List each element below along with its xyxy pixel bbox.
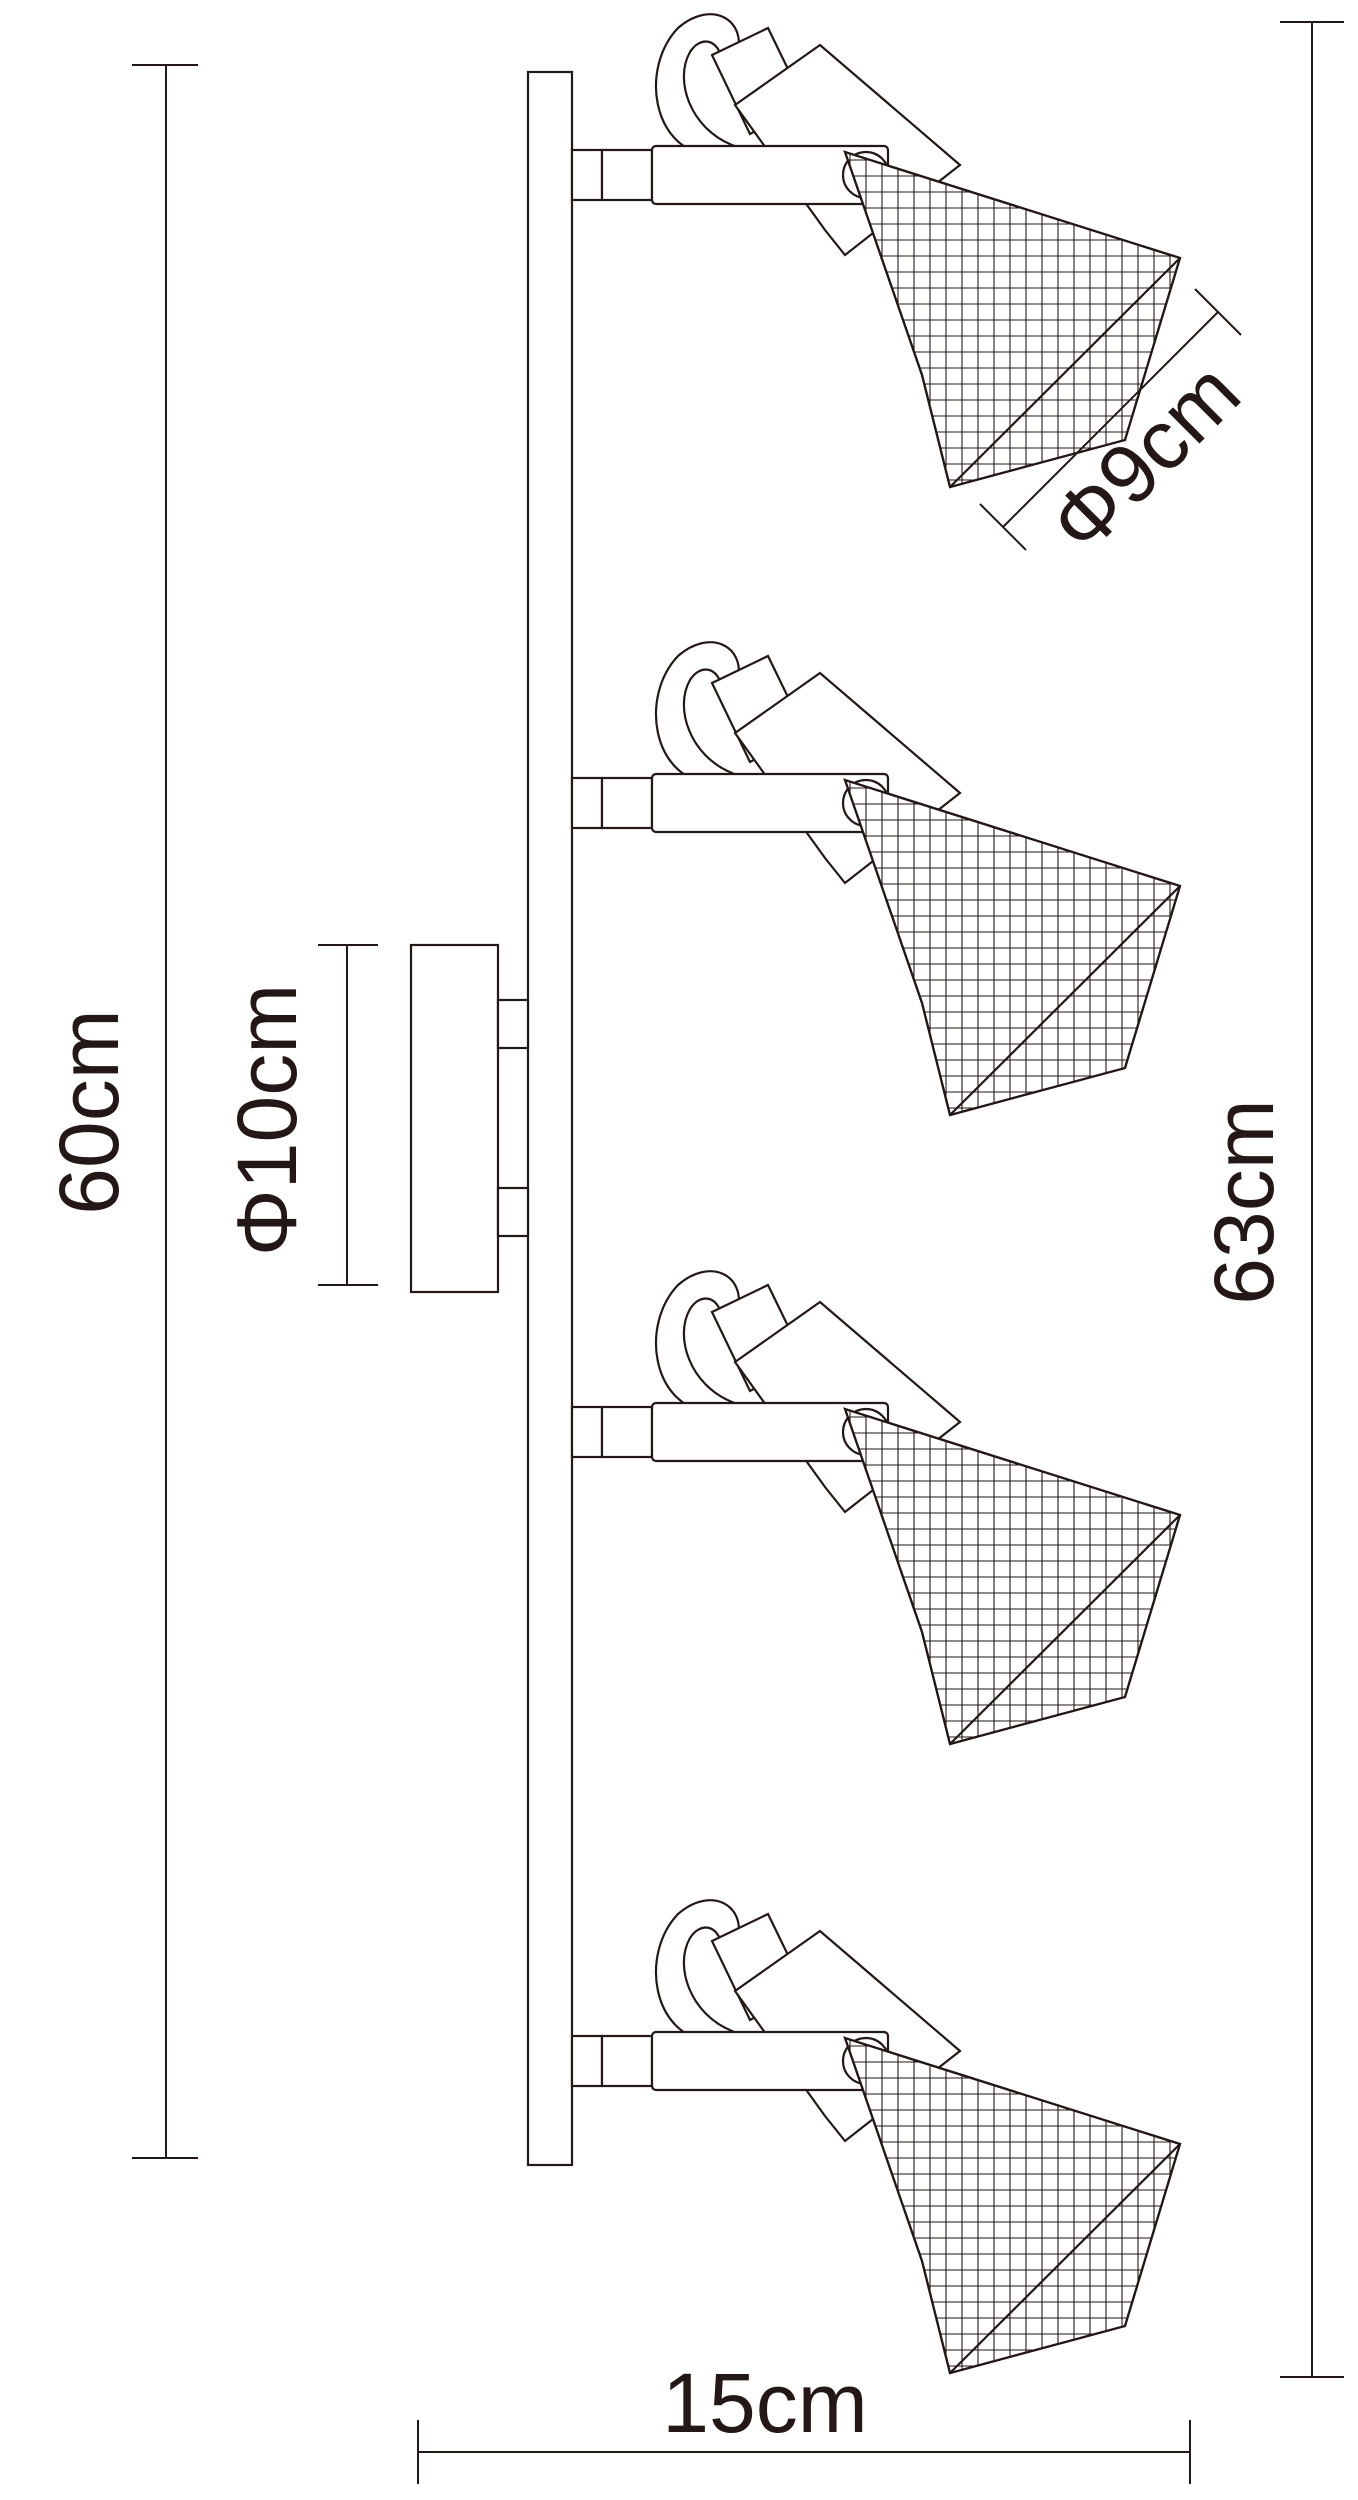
overall-length-dimension: 63cm xyxy=(1197,21,1344,2378)
spotlight-2 xyxy=(572,642,1200,1123)
projection-depth-dimension: 15cm xyxy=(417,2356,1191,2484)
canopy-connector-top xyxy=(496,998,530,1050)
canopy-connector-bottom xyxy=(496,1186,530,1238)
overall-length-label: 63cm xyxy=(1197,1099,1291,1304)
bar-length-label: 60cm xyxy=(42,1009,136,1214)
mounting-bar xyxy=(526,70,574,2167)
projection-depth-label: 15cm xyxy=(662,2356,867,2450)
bar-length-dimension: 60cm xyxy=(42,64,198,2159)
spotlight-4 xyxy=(572,1900,1200,2381)
spotlight-3 xyxy=(572,1271,1200,1752)
canopy-diameter-label: Φ10cm xyxy=(220,984,314,1256)
canopy-diameter-dimension: Φ10cm xyxy=(220,944,378,1286)
ceiling-canopy xyxy=(409,943,500,1294)
